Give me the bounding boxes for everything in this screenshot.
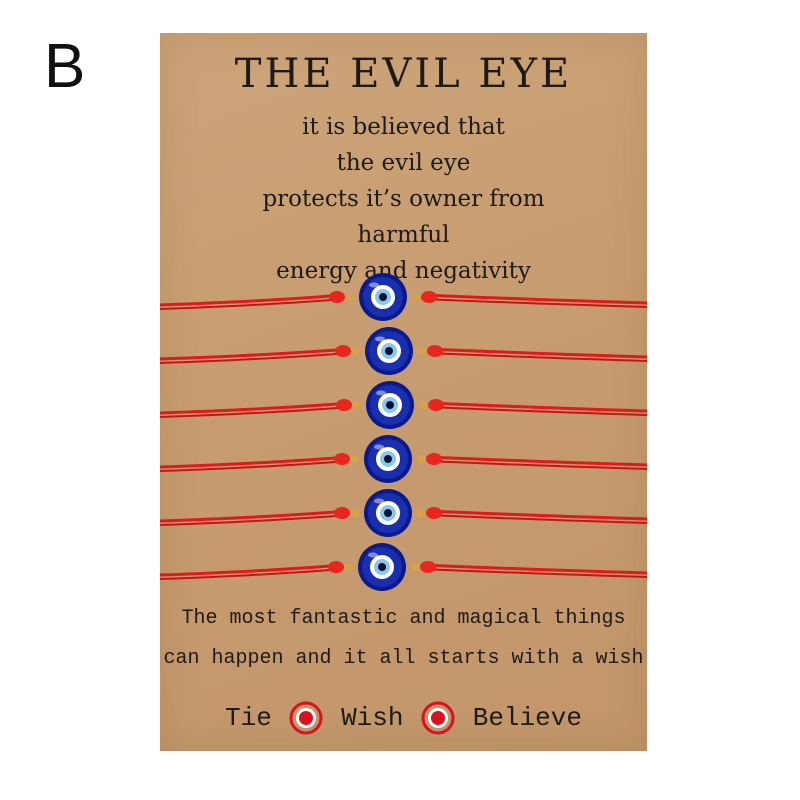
bracelet-knot <box>427 345 443 357</box>
bracelet-knot <box>334 507 350 519</box>
bracelet-thread <box>422 298 647 308</box>
bracelet-thread <box>160 460 349 472</box>
bracelet-thread <box>160 298 344 310</box>
bracelet-knot <box>328 561 344 573</box>
bracelets-illustration <box>160 273 647 591</box>
eye-target-icon <box>421 701 455 735</box>
bracelet-thread <box>160 563 343 577</box>
bracelet-thread <box>421 563 647 575</box>
verse-line: energy and negativity <box>276 258 531 284</box>
bracelet-thread <box>160 352 350 364</box>
gold-spacer-bead <box>411 563 419 571</box>
bracelet-thread <box>427 509 647 521</box>
bracelet-thread <box>160 293 344 307</box>
gold-spacer-bead <box>417 509 425 517</box>
gold-spacer-bead <box>353 401 361 409</box>
bracelet-knot <box>420 561 436 573</box>
gold-spacer-bead <box>351 455 359 463</box>
bracelet-thread <box>160 455 349 469</box>
gold-spacer-bead <box>418 347 426 355</box>
evil-eye-highlight <box>374 498 384 504</box>
evil-eye-pupil <box>378 563 386 571</box>
motto: Tie Wish Believe <box>160 701 647 735</box>
bracelet-thread <box>427 514 647 524</box>
evil-eye-pupil <box>379 293 387 301</box>
evil-eye-pupil <box>384 455 392 463</box>
gold-spacer-bead <box>351 509 359 517</box>
evil-eye-pupil <box>386 401 394 409</box>
bracelet-thread <box>160 406 351 418</box>
gold-spacer-bead <box>345 563 353 571</box>
evil-eye-highlight <box>369 282 379 288</box>
verse-line: it is believed that <box>302 114 505 140</box>
verse-line: protects it’s owner from <box>262 186 545 212</box>
evil-eye-highlight <box>375 336 385 342</box>
verse-text: it is believed that the evil eye protect… <box>160 109 647 289</box>
product-card: THE EVIL EYE it is believed that the evi… <box>160 33 647 751</box>
bracelet-knot <box>426 507 442 519</box>
bracelet-thread <box>160 509 349 523</box>
bracelet-thread <box>428 347 647 359</box>
bracelet-knot <box>336 399 352 411</box>
bracelet-thread <box>427 460 647 470</box>
gold-spacer-bead <box>352 347 360 355</box>
bracelet-thread <box>160 347 350 361</box>
verse-line: harmful <box>357 222 450 248</box>
evil-eye-pupil <box>385 347 393 355</box>
bracelet-thread <box>421 568 647 578</box>
motto-tie: Tie <box>225 703 272 733</box>
bracelet-knot <box>335 345 351 357</box>
gold-spacer-bead <box>412 293 420 301</box>
evil-eye-highlight <box>374 444 384 450</box>
bracelet-knot <box>426 453 442 465</box>
bracelet-knot <box>329 291 345 303</box>
card-title: THE EVIL EYE <box>234 51 573 97</box>
evil-eye-pupil <box>384 509 392 517</box>
bracelet-thread <box>429 406 647 416</box>
bracelet-thread <box>160 401 351 415</box>
bracelet-knot <box>428 399 444 411</box>
bracelet-thread <box>428 352 647 362</box>
wish-line: The most fantastic and magical things <box>181 607 626 630</box>
eye-target-icon <box>289 701 323 735</box>
evil-eye-highlight <box>368 552 378 558</box>
motto-believe: Believe <box>472 703 582 733</box>
corner-label: B <box>44 32 86 101</box>
bracelet-thread <box>160 568 343 580</box>
wish-text: The most fantastic and magical things ca… <box>160 599 647 679</box>
bracelet-thread <box>427 455 647 467</box>
wish-line: can happen and it all starts with a wish <box>163 647 644 670</box>
bracelet-thread <box>422 293 647 305</box>
evil-eye-highlight <box>376 390 386 396</box>
bracelet-knot <box>421 291 437 303</box>
gold-spacer-bead <box>417 455 425 463</box>
bracelet-thread <box>160 514 349 526</box>
gold-spacer-bead <box>419 401 427 409</box>
motto-wish: Wish <box>341 703 404 733</box>
verse-line: the evil eye <box>336 150 471 176</box>
bracelet-knot <box>334 453 350 465</box>
gold-spacer-bead <box>346 293 354 301</box>
bracelet-thread <box>429 401 647 413</box>
